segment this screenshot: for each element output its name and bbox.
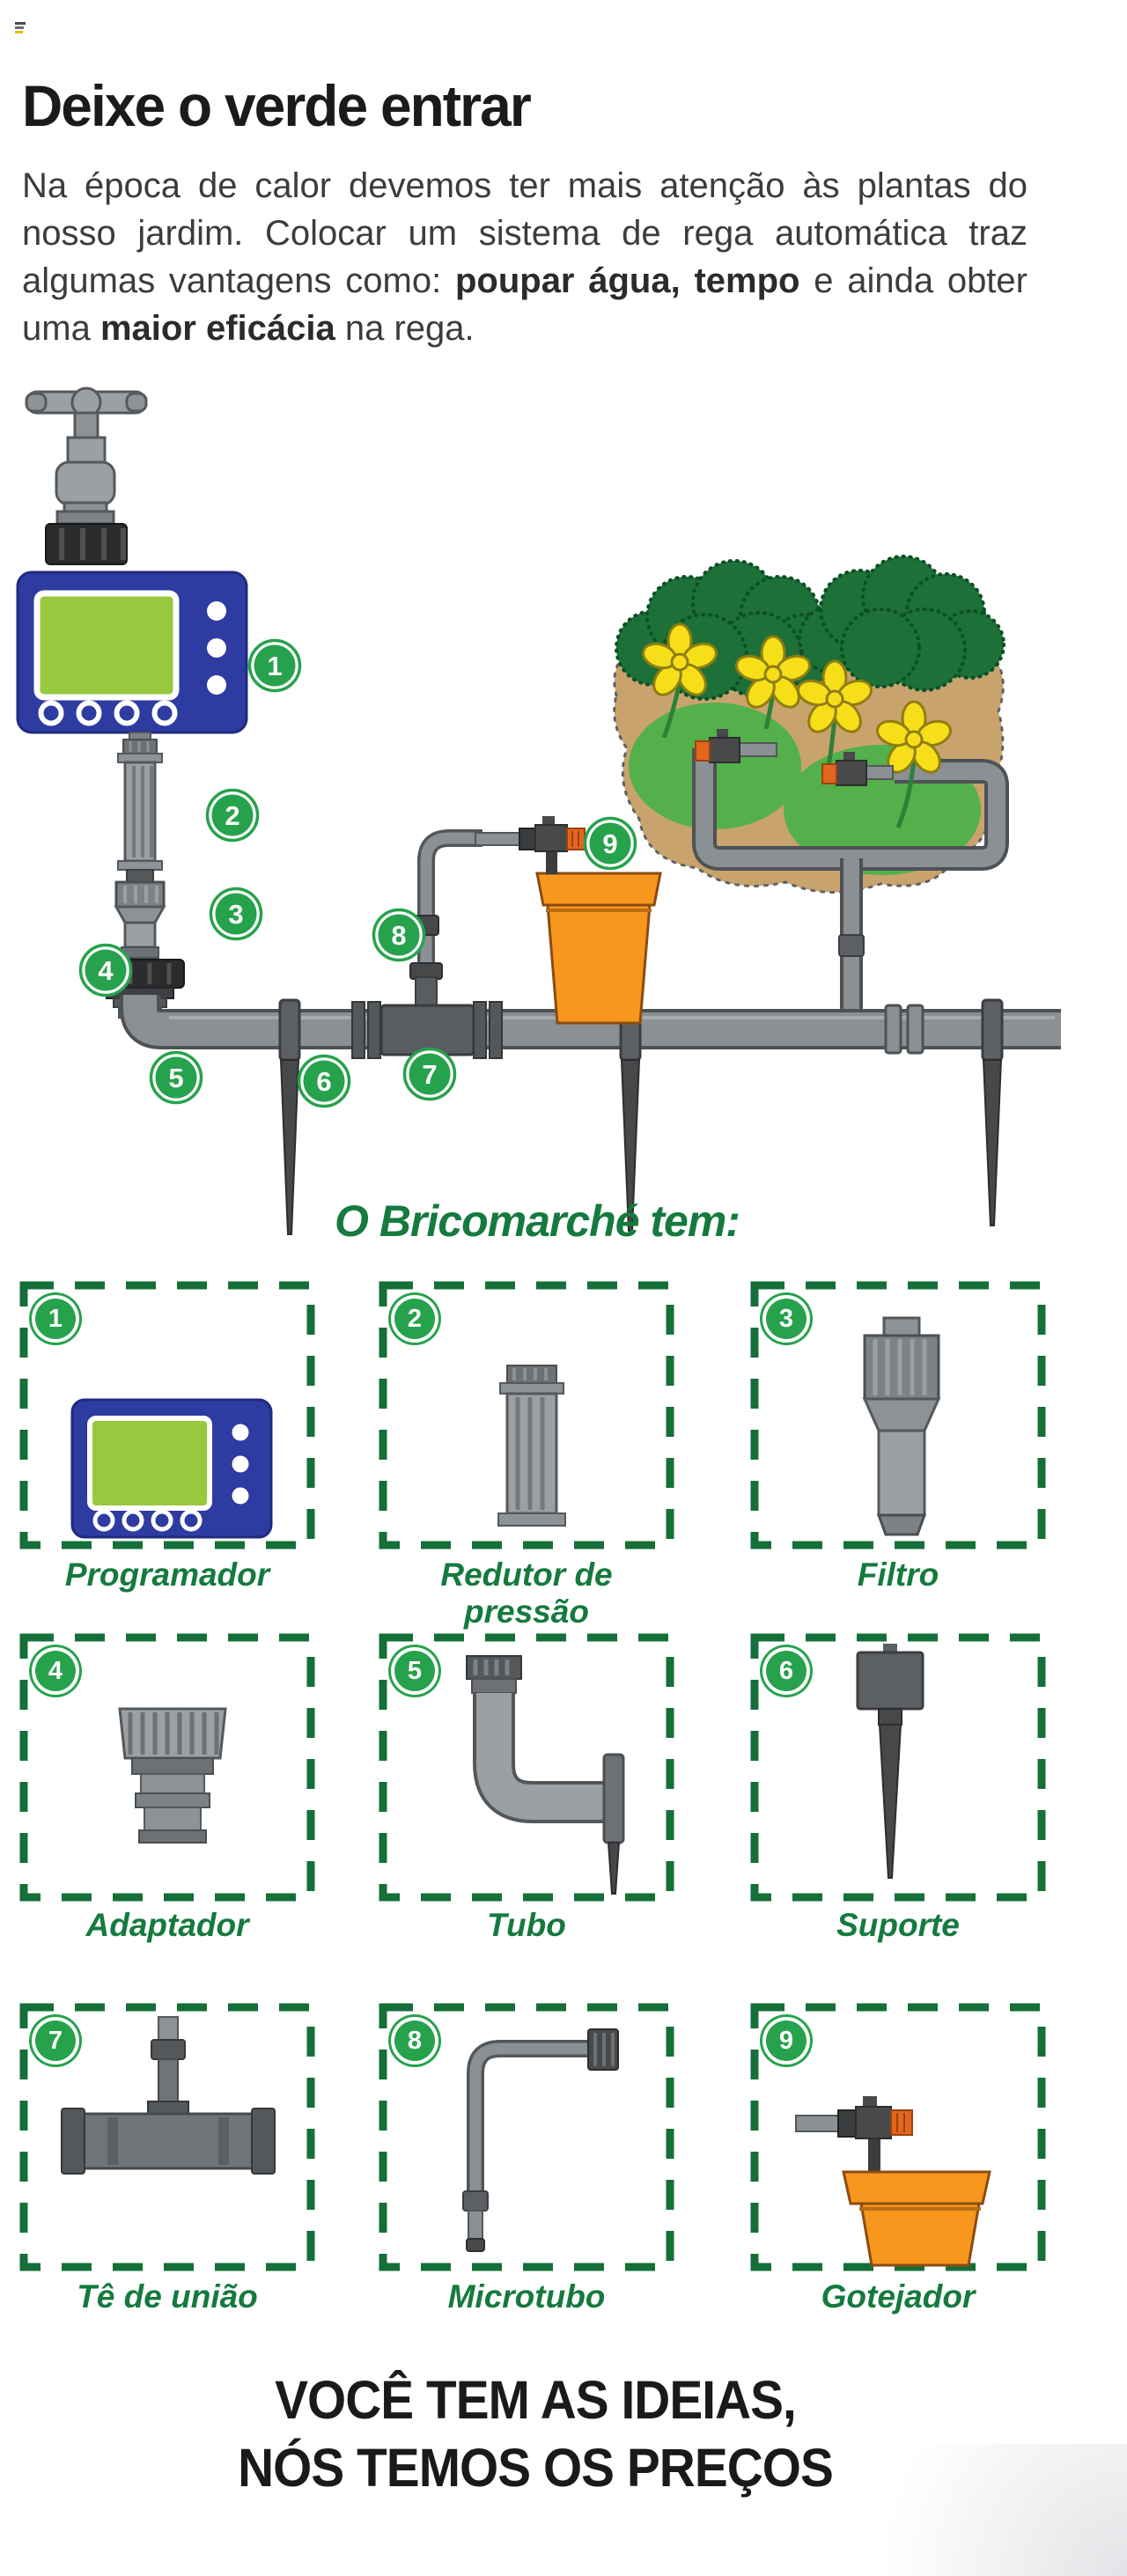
item-number-badge: 2 [394,1299,435,1339]
te-de-uniao-illustration [61,2016,276,2175]
svg-text:2: 2 [225,800,239,831]
svg-text:7: 7 [422,1059,437,1090]
flower-pot [535,872,662,1025]
product-label: Tubo [487,1907,566,1943]
svg-text:1: 1 [267,651,282,681]
svg-text:8: 8 [391,920,406,951]
pressure-reducer-inline [117,732,163,883]
item-number-badge: 5 [394,1651,435,1691]
dashed-border [19,2003,315,2271]
dripper-on-pot [475,816,586,874]
irrigation-diagram: 1 2 3 4 5 6 7 8 9 [16,386,1061,1235]
dashed-border [750,1281,1046,1549]
dashed-border [19,1281,315,1549]
pipe-coupling [884,1004,924,1055]
diagram-badge-2: 2 [205,788,260,843]
diagram-badge-6: 6 [297,1054,351,1108]
product-card-redutor: 2 [379,1281,674,1549]
page-title: Deixe o verde entrar [22,73,532,138]
diagram-badge-8: 8 [372,908,426,962]
faucet-icon [25,386,148,565]
corner-shadow [810,2444,1127,2576]
intro-paragraph: Na época de calor devemos ter mais atenç… [22,166,1028,348]
product-label: Programador [64,1557,270,1593]
product-card-programador: 1 [19,1281,315,1549]
item-number-badge: 1 [35,1299,76,1339]
dashed-border [750,1633,1046,1902]
diagram-badge-5: 5 [149,1050,203,1105]
product-card-suporte: 6 [750,1633,1046,1902]
diagram-badge-7: 7 [402,1047,457,1101]
dashed-border [19,1633,315,1902]
garden-dripper-icons [695,729,894,786]
product-label: Tê de união [77,2278,258,2315]
diagram-badge-3: 3 [209,887,263,941]
dashed-border [750,2003,1046,2271]
programmer-device [16,570,248,734]
product-card-adaptador: 4 [19,1633,315,1902]
programador-illustration [70,1398,273,1539]
redutor-illustration [497,1365,566,1527]
dashed-border [379,1281,674,1549]
svg-text:5: 5 [168,1063,183,1093]
microtubo-illustration [462,2028,619,2252]
product-card-gotejador: 9 [750,2003,1046,2271]
diagram-badge-1: 1 [247,638,302,693]
garden-pipe-loop [692,748,1009,1034]
product-card-tubo: 5 [379,1633,674,1902]
diagram-badge-4: 4 [78,943,133,997]
svg-text:9: 9 [602,828,617,859]
microtube-inline [413,829,482,974]
svg-text:6: 6 [316,1066,331,1097]
svg-text:3: 3 [228,899,243,930]
bushes [615,555,1005,701]
item-number-badge: 8 [394,2020,435,2061]
tubo-illustration [466,1655,625,1895]
item-number-badge: 6 [766,1651,807,1691]
suporte-illustration [856,1644,924,1879]
filtro-illustration [862,1316,941,1536]
product-label: Filtro [857,1557,939,1593]
product-card-microtubo: 8 [379,2003,674,2271]
product-label: Microtubo [447,2278,606,2315]
slogan: VOCÊ TEM AS IDEIAS, NÓS TEMOS OS PREÇOS [38,2366,1034,2502]
tee-union-inline [351,962,503,1059]
gotejador-illustration [795,2096,991,2267]
diagram-badge-9: 9 [583,816,637,871]
slogan-line-1: VOCÊ TEM AS IDEIAS, [275,2370,797,2430]
catalog-heading: O Bricomarché tem: [335,1196,740,1246]
item-number-badge: 9 [766,2020,807,2061]
adaptador-illustration [118,1707,227,1844]
product-label: Gotejador [821,2278,976,2315]
product-label: Suporte [836,1907,960,1943]
dashed-border [379,1633,674,1902]
svg-text:4: 4 [98,955,114,986]
slogan-line-2: NÓS TEMOS OS PREÇOS [238,2438,834,2498]
item-number-badge: 3 [766,1299,807,1339]
item-number-badge: 4 [35,1651,76,1691]
product-label: Redutor de pressão [440,1557,613,1630]
product-card-te-de-uniao: 7 [19,2003,315,2271]
product-label: Adaptador [85,1907,249,1943]
diagram-badges: 1 2 3 4 5 6 7 8 9 [78,638,637,1108]
filter-inline [114,880,166,959]
dashed-border [379,2003,674,2271]
flowers [641,622,953,828]
item-number-badge: 7 [35,2020,76,2061]
corner-artifact-icon [15,22,27,35]
product-card-filtro: 3 [750,1281,1046,1549]
